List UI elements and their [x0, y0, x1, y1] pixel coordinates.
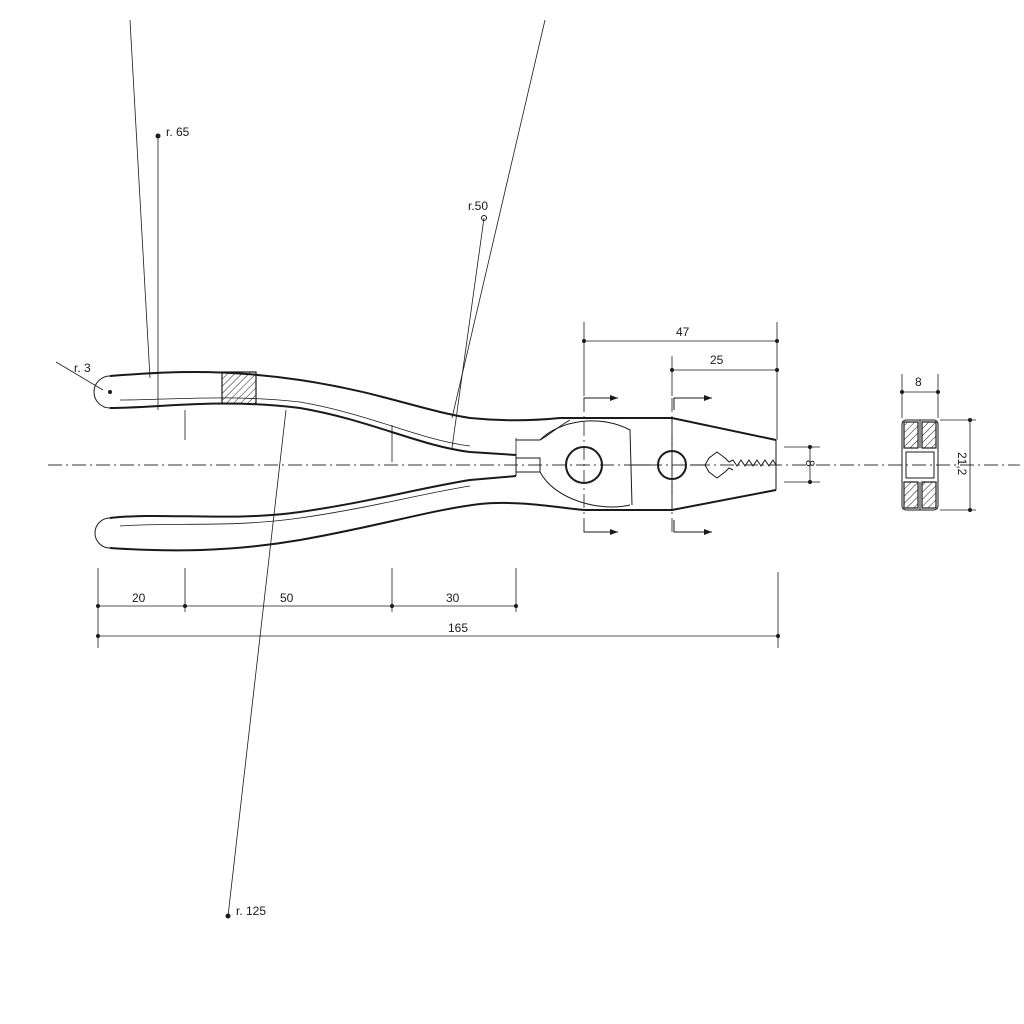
dim-165: 165 [448, 621, 468, 635]
dim-20: 20 [132, 591, 146, 605]
radius-label-r65: r. 65 [166, 125, 190, 139]
dim-47: 47 [676, 325, 690, 339]
dimension-section-view [900, 374, 976, 512]
construction-lines [55, 19, 546, 917]
dim-50: 50 [280, 591, 294, 605]
dim-21-2: 21,2 [955, 452, 969, 476]
r3-center-point [108, 390, 112, 394]
dimension-jaw-opening [784, 445, 820, 484]
pliers-outline [93, 371, 777, 552]
radius-label-r125: r. 125 [236, 904, 266, 918]
dim-8-section: 8 [915, 375, 922, 389]
dim-8-jaw: 8 [803, 460, 817, 467]
dimension-lines-bottom [96, 410, 780, 648]
r125-center-point [225, 913, 231, 919]
r50-center-point [481, 215, 487, 221]
dimension-lines-top [582, 322, 779, 440]
dim-25: 25 [710, 353, 724, 367]
r65-center-point [155, 133, 161, 139]
radius-label-r50: r.50 [468, 199, 488, 213]
jaw-serrations [704, 451, 777, 479]
cross-section-view [901, 419, 939, 511]
handle-section-hatch [221, 371, 257, 405]
dim-30: 30 [446, 591, 460, 605]
section-markers [583, 395, 712, 535]
radius-centers [108, 133, 487, 919]
radius-label-r3: r. 3 [74, 361, 91, 375]
